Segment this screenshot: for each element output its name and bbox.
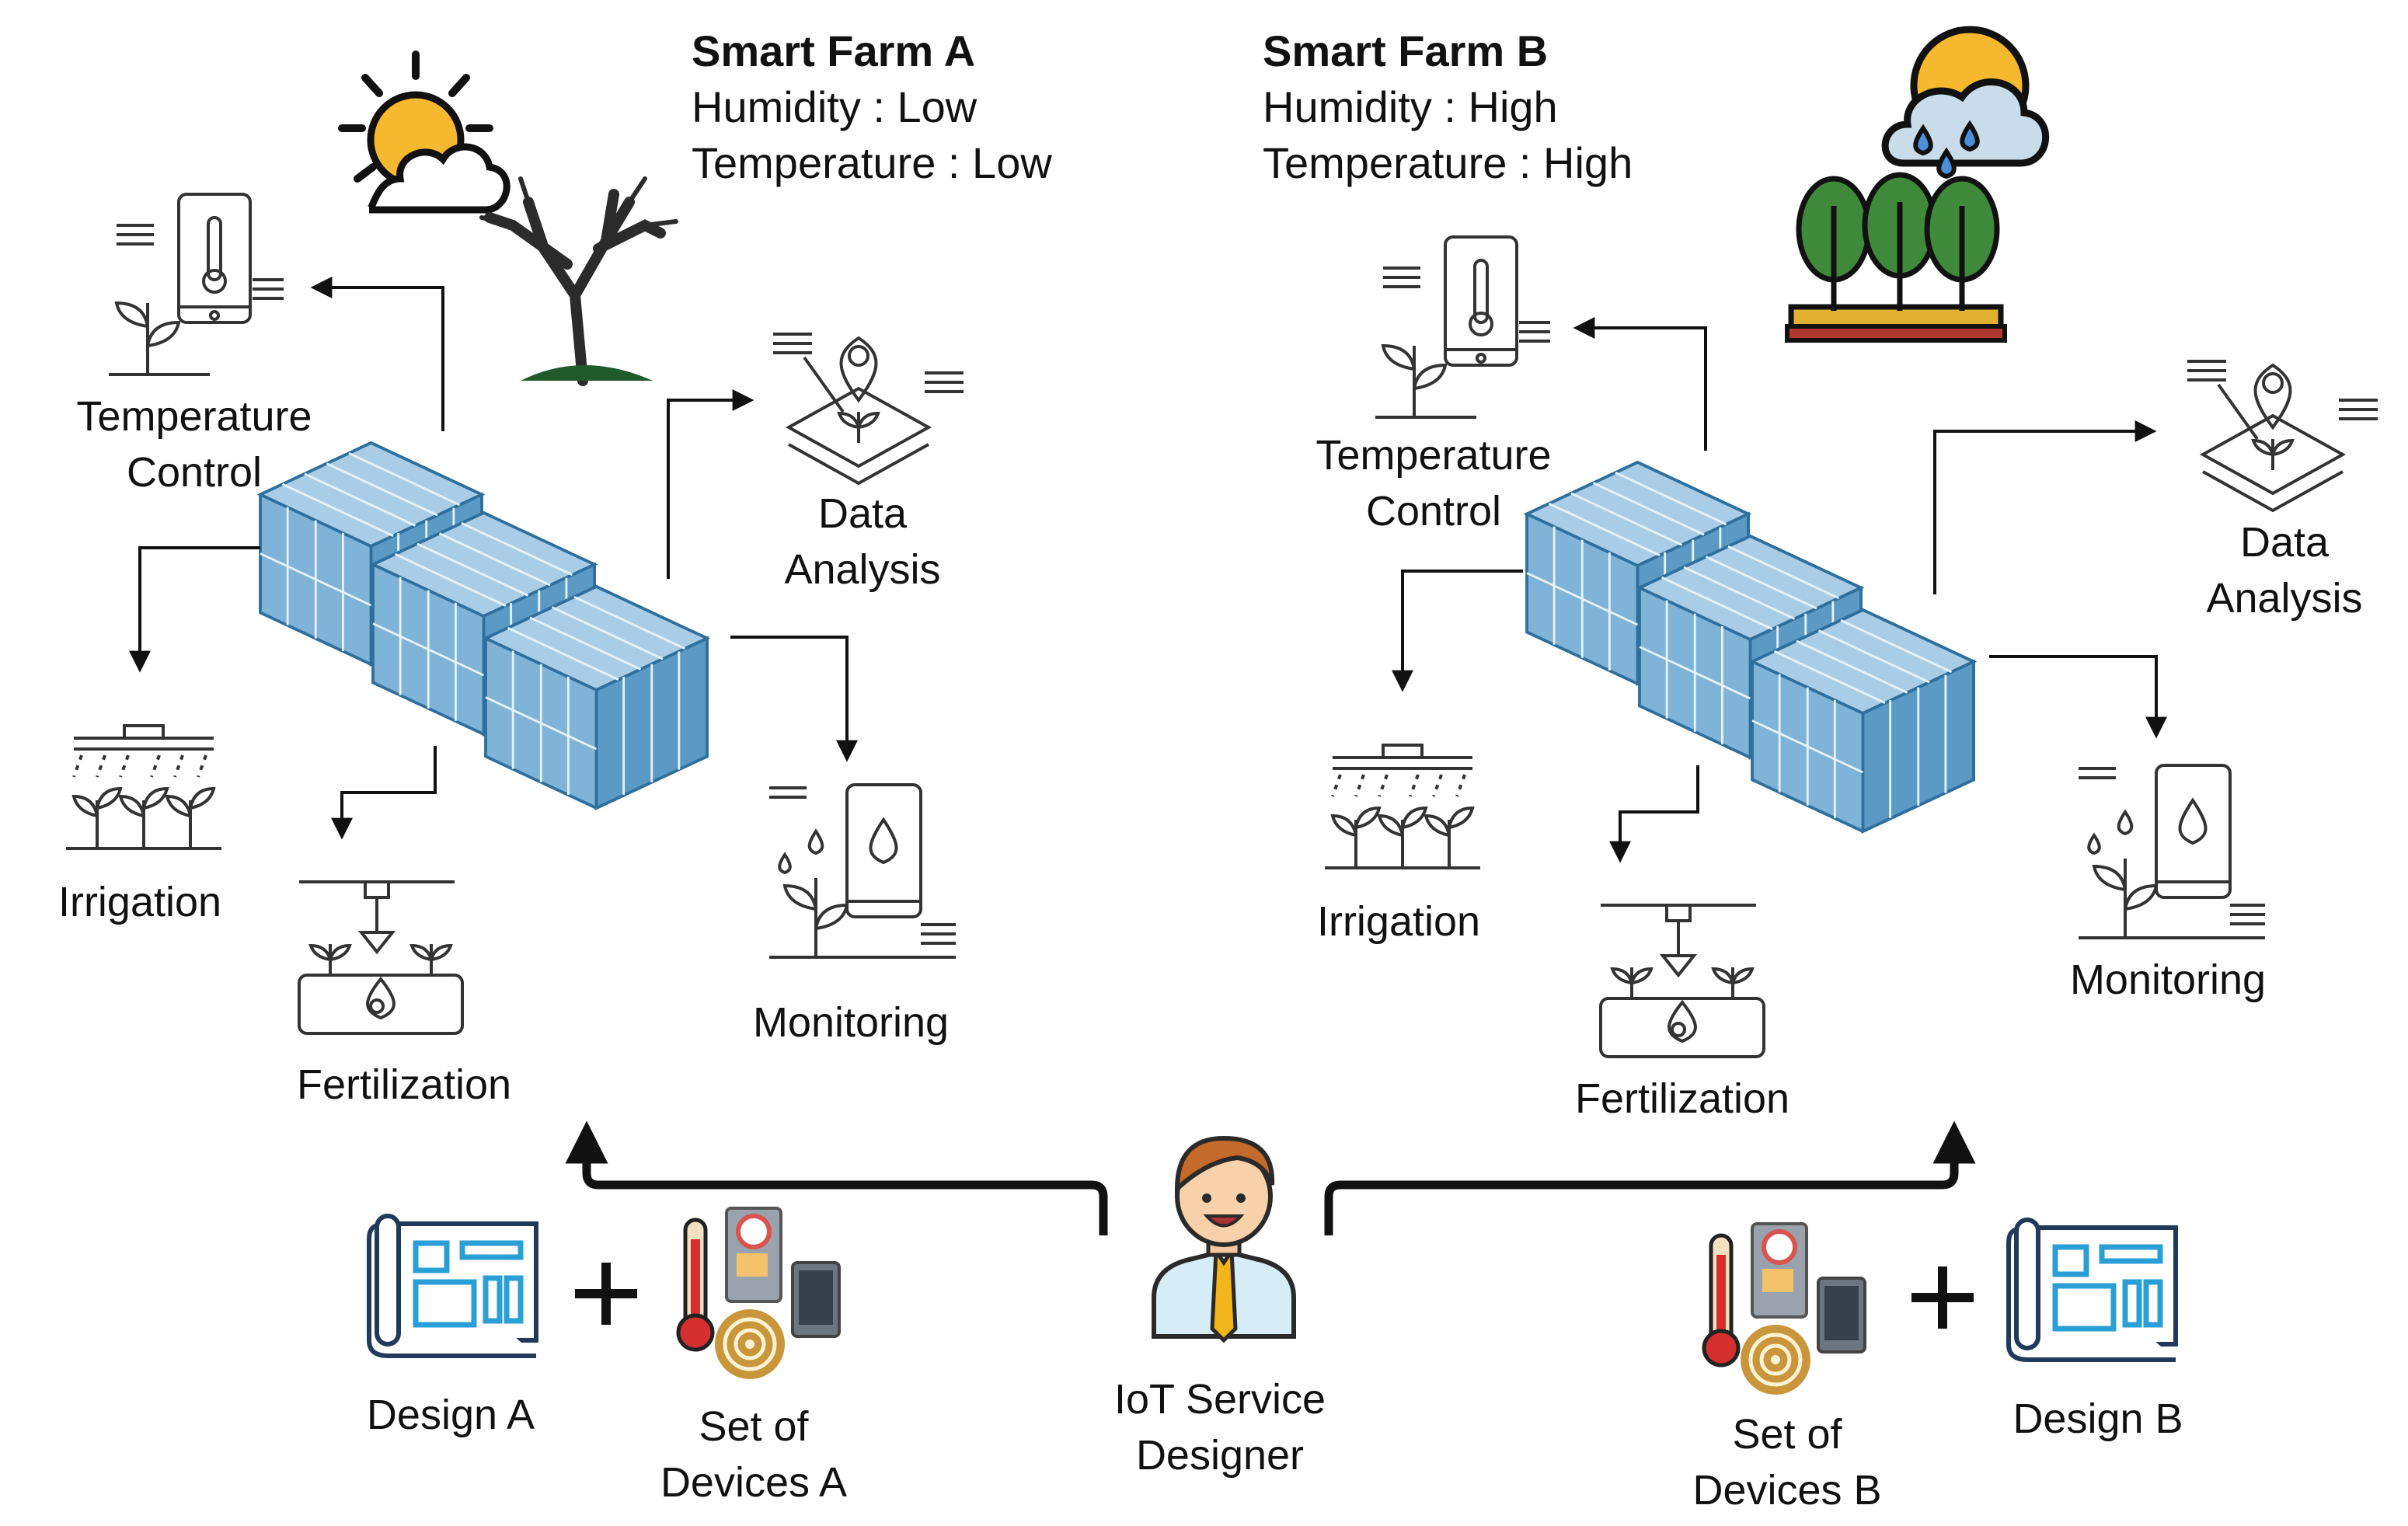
designer-arrows <box>565 1120 1976 1235</box>
farm-b-header: Smart Farm B Humidity : High Temperature… <box>1263 23 1633 191</box>
fertilization-icon-b <box>1599 904 1765 1058</box>
devices-icon-a <box>678 1208 839 1379</box>
plus-sign-b <box>1911 1266 1974 1329</box>
greenhouse-group-b <box>1525 461 1975 833</box>
fertilization-icon-a <box>298 880 464 1035</box>
farm-a-title: Smart Farm A <box>692 26 976 75</box>
irrigation-icon-b <box>1323 744 1482 869</box>
rain-cloud-icon <box>1881 26 2049 179</box>
designer-avatar <box>1152 1135 1296 1343</box>
farm-b-humidity: Humidity : High <box>1263 82 1558 131</box>
label-design-a: Design A <box>366 1392 535 1438</box>
monitoring-icon-a <box>768 783 957 959</box>
label-iot-service-designer: IoT Service Designer <box>1113 1376 1326 1479</box>
healthy-trees-icon <box>1785 172 2007 343</box>
dead-tree-icon <box>479 176 678 386</box>
blueprint-icon-b <box>2009 1220 2176 1360</box>
label-data-analysis-a: Data Analysis <box>784 490 941 593</box>
farm-a-temperature: Temperature : Low <box>692 138 1052 187</box>
label-data-analysis-b: Data Analysis <box>2206 519 2363 622</box>
label-temperature-control-a: Temperature Control <box>76 393 312 496</box>
farm-b-title: Smart Farm B <box>1263 26 1549 75</box>
arrows-farm-a <box>129 277 858 840</box>
farm-b-temperature: Temperature : High <box>1263 138 1633 187</box>
blueprint-icon-a <box>369 1216 536 1356</box>
sun-cloud-icon <box>338 51 511 214</box>
label-devices-b: Set of Devices B <box>1692 1411 1882 1514</box>
temperature-control-icon-b <box>1374 235 1552 419</box>
label-temperature-control-b: Temperature Control <box>1316 432 1552 535</box>
farm-a-humidity: Humidity : Low <box>692 82 977 131</box>
label-irrigation-a: Irrigation <box>57 879 222 925</box>
devices-icon-b <box>1704 1224 1865 1395</box>
irrigation-icon-a <box>64 724 223 850</box>
data-analysis-icon-b <box>2186 360 2379 512</box>
plus-sign-a <box>575 1263 637 1325</box>
label-irrigation-b: Irrigation <box>1316 898 1481 945</box>
label-fertilization-b: Fertilization <box>1574 1075 1790 1122</box>
label-monitoring-a: Monitoring <box>752 999 950 1046</box>
farm-a-header: Smart Farm A Humidity : Low Temperature … <box>692 23 1052 191</box>
label-fertilization-a: Fertilization <box>296 1061 512 1108</box>
label-design-b: Design B <box>2012 1395 2183 1442</box>
arrows-farm-b <box>1392 317 2167 863</box>
label-monitoring-b: Monitoring <box>2069 956 2267 1003</box>
data-analysis-icon-a <box>772 333 965 485</box>
temperature-control-icon-a <box>107 193 285 376</box>
label-devices-a: Set of Devices A <box>660 1403 848 1506</box>
monitoring-icon-b <box>2077 764 2267 939</box>
